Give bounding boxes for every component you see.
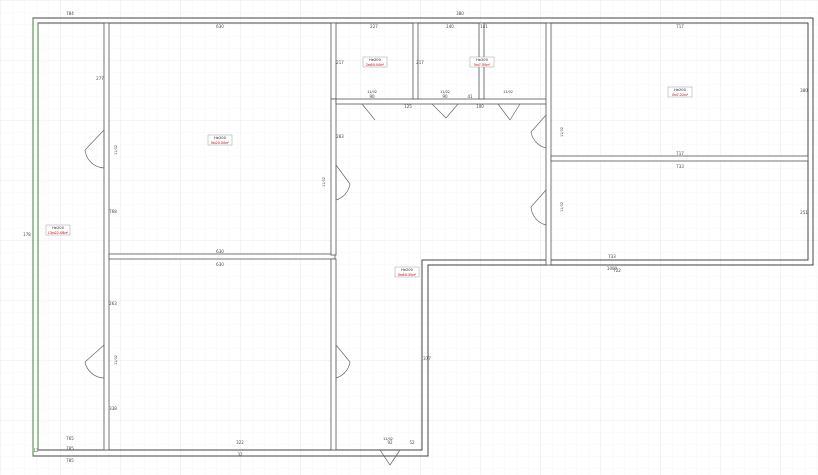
interior-walls bbox=[103, 22, 809, 451]
dim-bottom-100: 100 bbox=[476, 104, 484, 109]
dim-small-2-d1: 90 bbox=[442, 94, 448, 99]
dim-top-left-w: 630 bbox=[216, 24, 224, 29]
dim-mid-right-w: 733 bbox=[676, 164, 684, 169]
dim-overall-top: 380 bbox=[456, 11, 464, 16]
dim-corridor-d1: 283 bbox=[336, 134, 344, 139]
room-area-left-strip: 13м22.08м² bbox=[48, 231, 69, 235]
door-label-7: 11/02 bbox=[440, 90, 450, 94]
dim-small-1-w: 227 bbox=[370, 24, 378, 29]
door-mid-bottom bbox=[335, 344, 351, 379]
outer-walls bbox=[32, 17, 814, 457]
room-name-top-right: Не200 bbox=[674, 88, 686, 92]
door-small-2 bbox=[431, 103, 459, 119]
dim-bottom-1000: 1000 bbox=[607, 266, 618, 271]
door-mid-top bbox=[335, 164, 351, 201]
room-labels: Не200 13м22.08м² Не200 0м20.00м² Не200 2… bbox=[45, 56, 693, 278]
label-small-1: Не200 2м80.00м² bbox=[362, 56, 388, 68]
room-area-corridor: 0м60.30м² bbox=[398, 273, 417, 277]
dim-bottom-left-d: 322 bbox=[236, 440, 244, 445]
dim-bottom-32: 32 bbox=[237, 452, 243, 457]
door-label-4: 11/02 bbox=[560, 127, 564, 137]
door-number-labels: 11/02 11/02 11/02 11/02 11/02 11/02 11/0… bbox=[114, 90, 564, 441]
room-area-top-right: 0м7.22м² bbox=[672, 93, 689, 97]
dim-left-strip-d1: 765 bbox=[66, 436, 74, 441]
room-area-small-2: 5м7.00м² bbox=[474, 63, 491, 67]
dim-small-1-d1: 90 bbox=[369, 94, 375, 99]
dim-top-right-h: 380 bbox=[800, 88, 808, 93]
room-name-top-left: Не200 bbox=[214, 136, 226, 140]
dim-small-1-h: 217 bbox=[336, 60, 344, 65]
dim-left-strip-w: 784 bbox=[66, 11, 74, 16]
room-name-left-strip: Не200 bbox=[52, 226, 64, 230]
dim-corridor-w: 722 bbox=[613, 268, 621, 273]
label-room-top-left: Не200 0м20.00м² bbox=[207, 134, 233, 146]
dim-mid-right-h: 251 bbox=[800, 210, 808, 215]
door-label-9: 11/02 bbox=[383, 437, 393, 441]
room-name-corridor: Не200 bbox=[401, 268, 413, 272]
room-area-top-left: 0м20.00м² bbox=[211, 141, 230, 145]
door-small-1 bbox=[361, 103, 376, 121]
dim-top-right-d: 717 bbox=[676, 151, 684, 156]
dim-top-left-h2: 768 bbox=[109, 209, 117, 214]
door-small-3 bbox=[497, 103, 521, 121]
label-room-top-right: Не200 0м7.22м² bbox=[667, 86, 693, 98]
door-label-8: 11/02 bbox=[503, 90, 513, 94]
dim-small-2-d2: 41 bbox=[467, 94, 473, 99]
door-right-bottom bbox=[530, 189, 547, 226]
dim-small-1-d2: 125 bbox=[404, 104, 412, 109]
label-small-2: Не200 5м7.00м² bbox=[469, 56, 495, 68]
dim-top-left-h1: 277 bbox=[96, 76, 104, 81]
room-area-small-1: 2м80.00м² bbox=[366, 63, 385, 67]
door-label-5: 11/02 bbox=[560, 202, 564, 212]
dim-mid-right-d: 733 bbox=[608, 254, 616, 259]
door-bottom bbox=[379, 449, 401, 466]
dim-left-strip-d2: 785 bbox=[66, 446, 74, 451]
door-label-3: 11/02 bbox=[322, 177, 326, 187]
door-label-6: 11/02 bbox=[367, 90, 377, 94]
dim-bottom-left-h2: 338 bbox=[109, 406, 117, 411]
dim-top-left-bottom: 630 bbox=[216, 249, 224, 254]
dim-bottom-door-w1: 92 bbox=[387, 440, 393, 445]
label-left-strip: Не200 13м22.08м² bbox=[45, 224, 71, 236]
dim-bottom-785: 785 bbox=[66, 458, 74, 463]
dim-small-2-w1: 140 bbox=[446, 24, 454, 29]
doors bbox=[84, 103, 547, 466]
dim-left-strip-h: 178 bbox=[23, 232, 31, 237]
room-name-small-1: Не200 bbox=[369, 58, 381, 62]
label-corridor: Не200 0м60.30м² bbox=[394, 266, 420, 278]
dim-bottom-left-w: 630 bbox=[216, 262, 224, 267]
door-right-top bbox=[530, 114, 547, 149]
room-name-small-2: Не200 bbox=[476, 58, 488, 62]
dim-top-right-w: 717 bbox=[676, 24, 684, 29]
dim-small-2-w2: 141 bbox=[480, 24, 488, 29]
dim-small-2-h: 217 bbox=[416, 60, 424, 65]
dimension-labels: 380 784 178 765 785 630 277 768 630 630 … bbox=[23, 11, 808, 463]
door-label-2: 11/02 bbox=[114, 355, 118, 365]
dim-bottom-door-w2: 52 bbox=[409, 440, 415, 445]
door-label-1: 11/02 bbox=[114, 145, 118, 155]
dim-corridor-h: 377 bbox=[423, 356, 431, 361]
door-left-bottom bbox=[84, 344, 105, 379]
dim-bottom-12: 12 bbox=[33, 448, 39, 453]
door-left-top bbox=[84, 129, 105, 169]
dim-bottom-left-h1: 263 bbox=[109, 301, 117, 306]
